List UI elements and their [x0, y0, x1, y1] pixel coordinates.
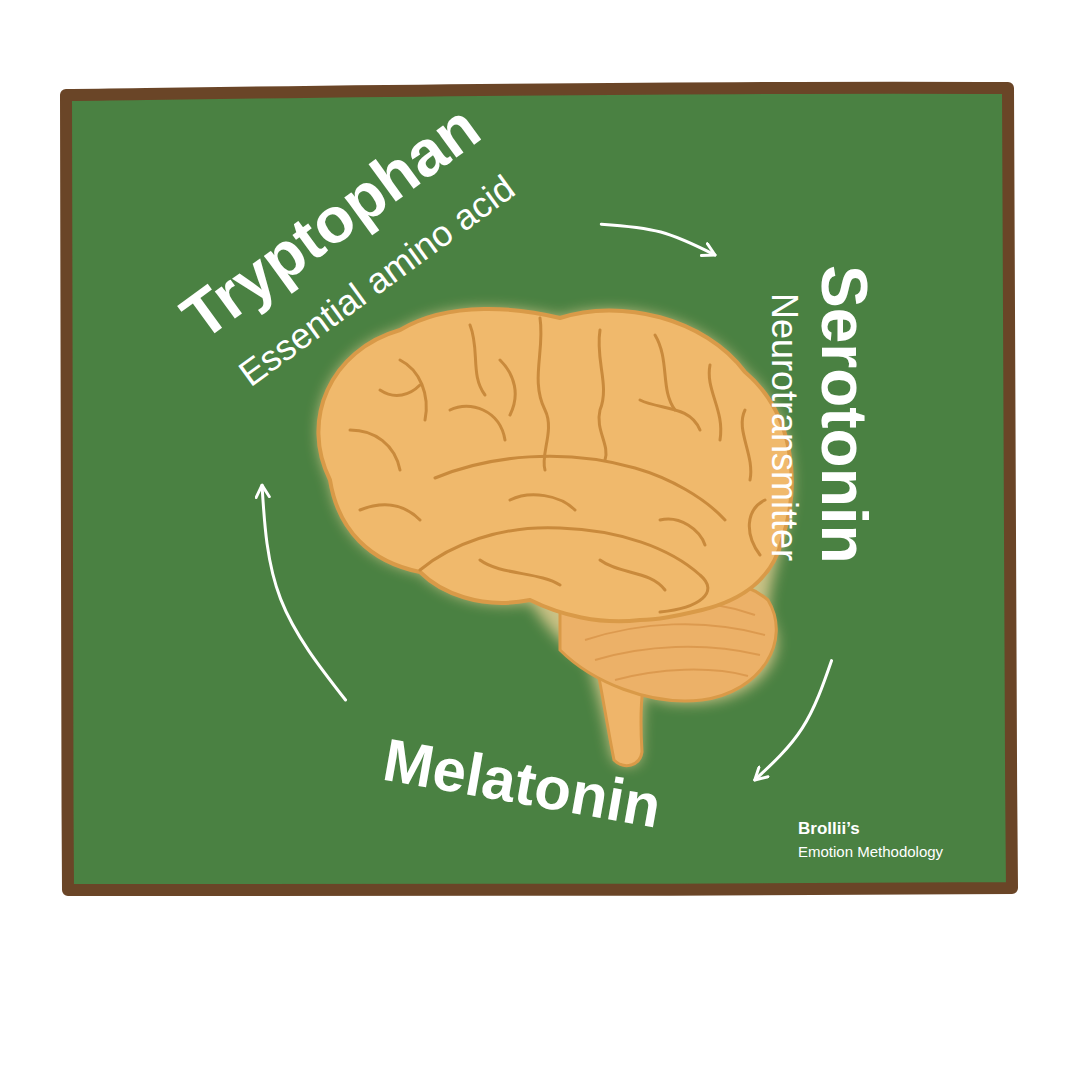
watermark: Brollii’s: [798, 820, 860, 839]
molecule-label: Melatonin: [379, 727, 666, 841]
molecule-name: Serotonin: [809, 265, 879, 564]
cycle-arrow: [601, 224, 715, 255]
cycle-arrow: [262, 485, 346, 700]
watermark: Emotion Methodology: [798, 844, 943, 861]
molecule-label: SerotoninNeurotransmitter: [764, 265, 879, 564]
cerebrum: [318, 309, 791, 621]
brain-sulci: [350, 318, 765, 612]
molecule-label: TryptophanEssential amino acid: [169, 91, 527, 401]
board-frame: [66, 88, 1012, 890]
molecule-name: Melatonin: [379, 727, 666, 841]
cycle-arrow: [755, 661, 832, 780]
molecule-role: Neurotransmitter: [764, 265, 804, 564]
